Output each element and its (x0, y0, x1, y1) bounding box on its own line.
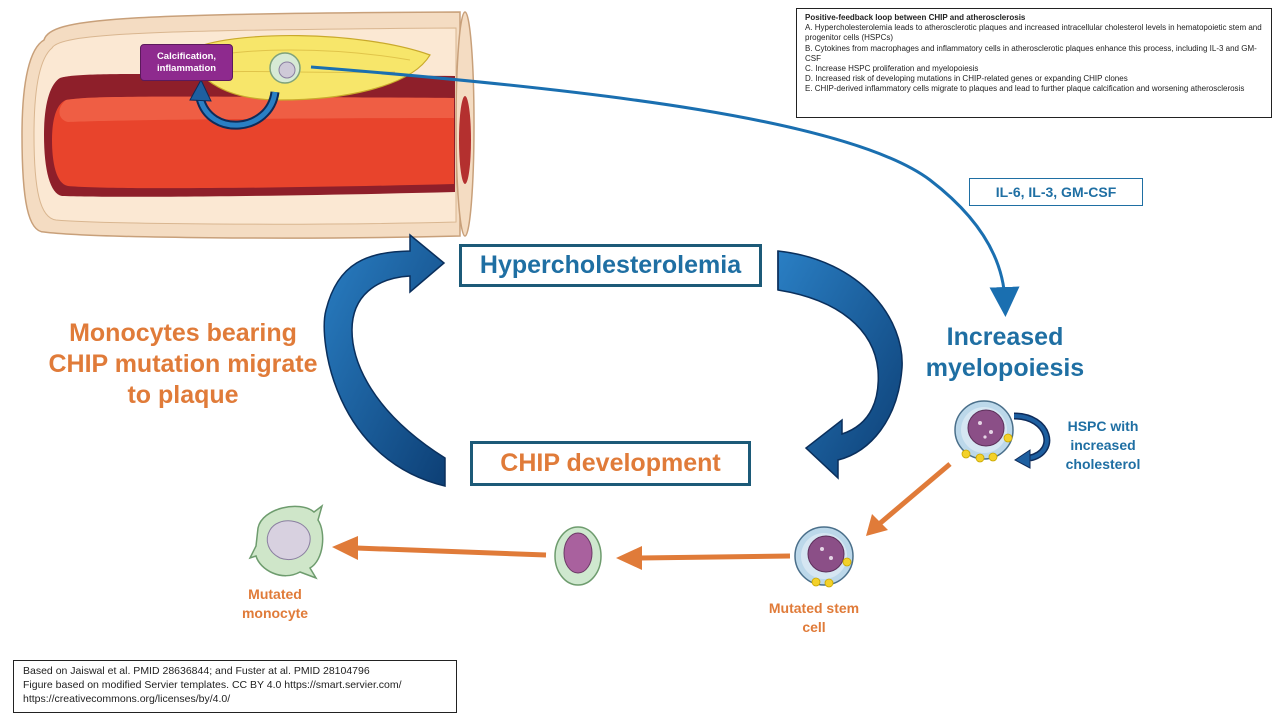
plaque-label: Calcification, inflammation (140, 44, 233, 81)
legend-item-d: D. Increased risk of developing mutation… (805, 74, 1128, 84)
mutated-stem-cell-icon (794, 526, 854, 588)
mutated-monocyte-icon (248, 504, 324, 580)
myelopoiesis-label: Increased myelopoiesis (925, 323, 1085, 382)
monocytes-migrate-label: Monocytes bearing CHIP mutation migrate … (48, 319, 318, 409)
hspc-renew-arrow (1013, 412, 1051, 469)
legend-box: Positive-feedback loop between CHIP and … (796, 8, 1272, 118)
legend-item-c: C. Increase HSPC proliferation and myelo… (805, 64, 979, 74)
chip-development-box: CHIP development (470, 441, 751, 486)
citation-line-3: https://creativecommons.org/licenses/by/… (23, 693, 231, 705)
hypercholesterolemia-box: Hypercholesterolemia (459, 244, 762, 287)
legend-item-b: B. Cytokines from macrophages and inflam… (805, 43, 1257, 63)
citation-box: Based on Jaiswal et al. PMID 28636844; a… (13, 660, 457, 713)
artery-illustration (21, 11, 475, 239)
hspc-label: HSPC with increased cholesterol (1065, 418, 1141, 472)
cytokine-label: IL-6, IL-3, GM-CSF (969, 178, 1143, 206)
plaque-curve-arrow (189, 78, 280, 130)
hspc-cell-icon (954, 400, 1014, 463)
legend-item-a: A. Hypercholesterolemia leads to atheros… (805, 23, 1262, 43)
mutated-stem-cell-label: Mutated stem cell (768, 600, 860, 635)
citation-line-1: Based on Jaiswal et al. PMID 28636844; a… (23, 665, 370, 677)
orange-arrow-diagonal (866, 462, 952, 536)
mutated-monocyte-label: Mutated monocyte (241, 586, 309, 621)
legend-title: Positive-feedback loop between CHIP and … (805, 13, 1026, 22)
orange-arrow-middle (616, 546, 791, 570)
cytokine-arrow (310, 65, 1020, 317)
citation-line-2: Figure based on modified Servier templat… (23, 679, 402, 691)
cycle-arrow-left (323, 233, 446, 487)
legend-item-e: E. CHIP-derived inflammatory cells migra… (805, 84, 1245, 94)
cycle-arrow-right (777, 250, 903, 480)
plaque-cell-icon (269, 52, 301, 84)
orange-arrow-left (332, 536, 547, 560)
progenitor-cell-icon (554, 526, 602, 586)
